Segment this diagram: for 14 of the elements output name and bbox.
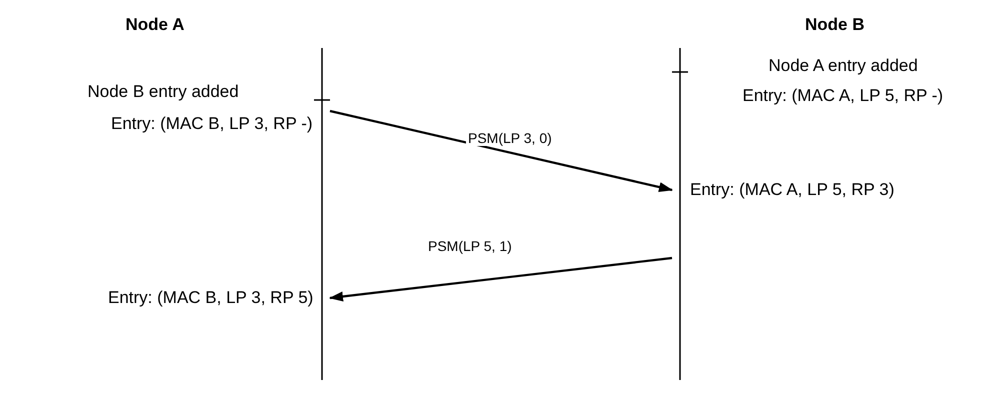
event-note: Node B entry added — [88, 82, 239, 102]
table-entry-text: Entry: (MAC B, LP 3, RP 5) — [108, 288, 314, 308]
table-entry-text: Entry: (MAC A, LP 5, RP 3) — [690, 180, 894, 200]
table-entry-text: Entry: (MAC A, LP 5, RP -) — [742, 86, 944, 106]
lifeline — [314, 48, 330, 380]
event-note: Node A entry added — [768, 56, 918, 76]
message-arrow — [329, 256, 672, 302]
lifeline-heading: Node A — [126, 15, 184, 35]
table-entry-text: Entry: (MAC B, LP 3, RP -) — [111, 114, 313, 134]
lifeline-heading: Node B — [805, 15, 864, 35]
message-arrow — [330, 110, 673, 192]
edge-label: PSM(LP 5, 1) — [426, 238, 514, 254]
lifeline — [672, 48, 688, 380]
edge-label: PSM(LP 3, 0) — [466, 130, 554, 146]
